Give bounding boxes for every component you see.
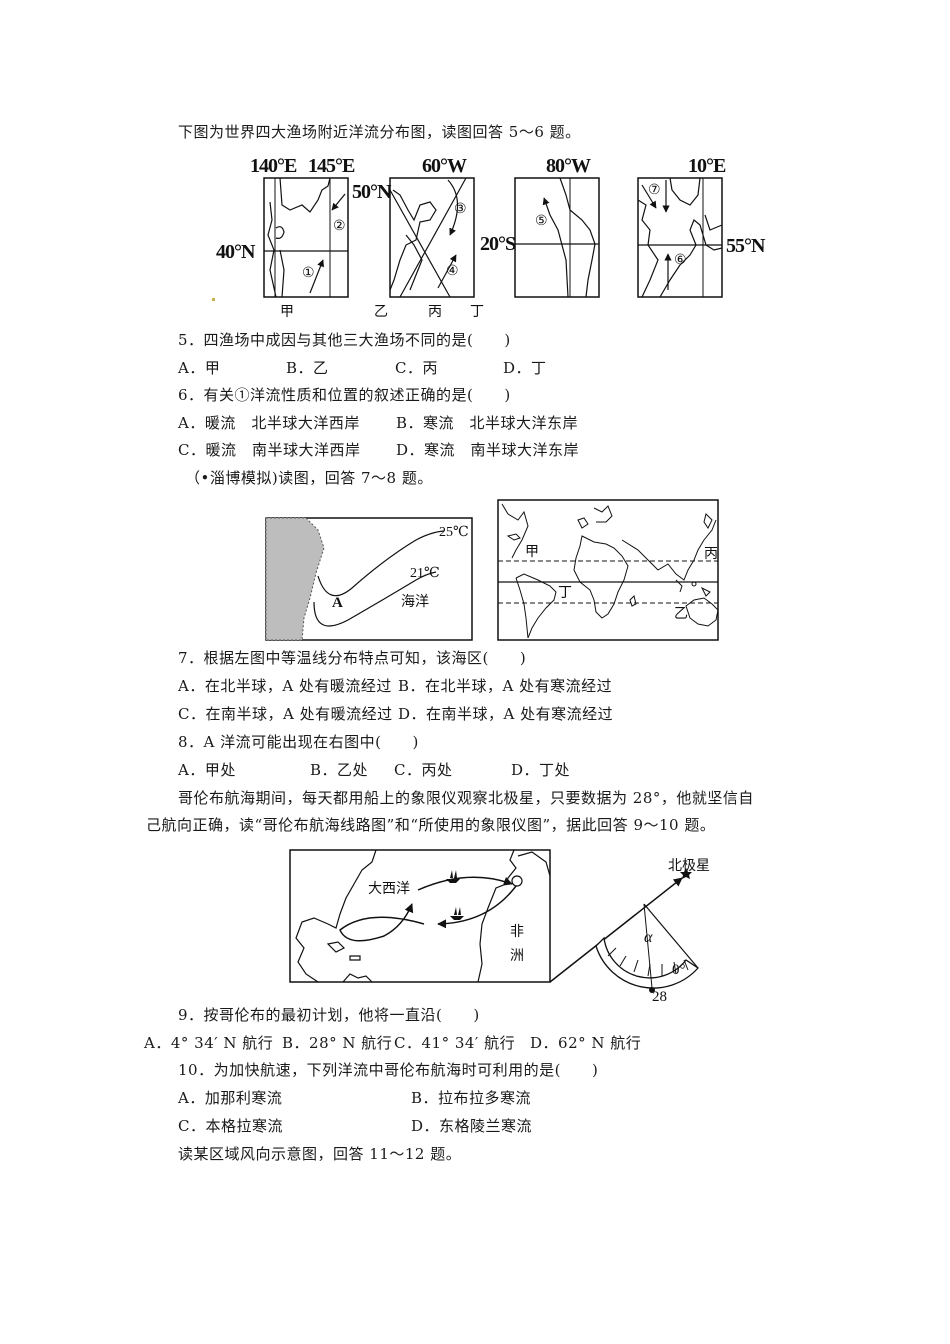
q5-option-a[interactable]: A．甲 <box>178 359 221 377</box>
q6-stem: 6．有关①洋流性质和位置的叙述正确的是( ) <box>178 386 511 404</box>
svg-text:55°N: 55°N <box>726 235 766 257</box>
svg-text:28: 28 <box>652 989 667 1005</box>
intro-9-10-line1: 哥伦布航海期间，每天都用船上的象限仪观察北极星，只要数据为 28°，他就坚信自 <box>178 789 754 807</box>
world-map-figure: 甲 丁 丙 乙 <box>497 499 719 641</box>
q5-option-b[interactable]: B．乙 <box>286 359 329 377</box>
fishing-grounds-figure: 140°E 145°E 40°N ① ② 甲 50°N 60°W ③ ④ 乙 丙… <box>216 155 767 320</box>
map-ding: 10°E 55°N ⑦ ⑥ <box>637 155 767 298</box>
q9-option-d[interactable]: D．62° N 航行 <box>530 1034 642 1052</box>
svg-text:丁: 丁 <box>470 304 484 320</box>
q10-option-d[interactable]: D．东格陵兰寒流 <box>411 1117 533 1135</box>
q7-option-a[interactable]: A．在北半球，A 处有暖流经过 <box>178 677 392 695</box>
svg-text:60°W: 60°W <box>422 155 467 177</box>
svg-text:丙: 丙 <box>704 546 718 562</box>
svg-text:甲: 甲 <box>525 544 539 560</box>
svg-text:乙: 乙 <box>374 304 388 320</box>
svg-text:0°: 0° <box>672 962 686 978</box>
svg-text:乙: 乙 <box>674 606 688 622</box>
svg-text:80°W: 80°W <box>546 155 591 177</box>
q9-stem: 9．按哥伦布的最初计划，他将一直沿( ) <box>178 1006 480 1024</box>
q7-option-d[interactable]: D．在南半球，A 处有寒流经过 <box>398 705 614 723</box>
svg-text:⑤: ⑤ <box>535 214 548 229</box>
svg-text:④: ④ <box>446 264 459 279</box>
svg-text:北极星: 北极星 <box>668 858 710 874</box>
q10-stem: 10．为加快航速，下列洋流中哥伦布航海时可利用的是( ) <box>178 1061 599 1079</box>
q7-option-c[interactable]: C．在南半球，A 处有暖流经过 <box>178 705 393 723</box>
svg-text:③: ③ <box>454 202 467 217</box>
intro-7-8: （•淄博模拟)读图，回答 7～8 题。 <box>185 469 433 487</box>
map-jia: 140°E 145°E 40°N ① ② 甲 <box>216 155 356 320</box>
q9-option-b[interactable]: B．28° N 航行 <box>282 1034 393 1052</box>
svg-text:②: ② <box>333 219 346 234</box>
svg-text:大西洋: 大西洋 <box>368 881 410 897</box>
q6-option-b[interactable]: B．寒流 北半球大洋东岸 <box>396 414 579 432</box>
svg-text:145°E: 145°E <box>308 155 355 177</box>
svg-text:20°S: 20°S <box>480 233 516 255</box>
intro-11-12: 读某区域风向示意图，回答 11～12 题。 <box>178 1145 462 1163</box>
svg-text:①: ① <box>302 266 315 281</box>
stray-mark <box>212 298 215 301</box>
q9-option-a[interactable]: A．4° 34′ N 航行 <box>144 1034 274 1052</box>
q10-option-a[interactable]: A．加那利寒流 <box>178 1089 283 1107</box>
map-yi: 50°N 60°W ③ ④ 乙 丙 丁 <box>352 155 484 320</box>
svg-text:25℃: 25℃ <box>439 525 469 540</box>
svg-text:⑦: ⑦ <box>648 183 661 198</box>
svg-text:21℃: 21℃ <box>410 566 440 581</box>
q5-option-d[interactable]: D．丁 <box>503 359 547 377</box>
q7-option-b[interactable]: B．在北半球，A 处有寒流经过 <box>398 677 613 695</box>
q9-option-c[interactable]: C．41° 34′ 航行 <box>394 1034 516 1052</box>
q10-option-b[interactable]: B．拉布拉多寒流 <box>411 1089 532 1107</box>
svg-text:甲: 甲 <box>280 304 294 320</box>
svg-text:10°E: 10°E <box>688 155 726 177</box>
q10-option-c[interactable]: C．本格拉寒流 <box>178 1117 283 1135</box>
q5-option-c[interactable]: C．丙 <box>395 359 438 377</box>
q8-option-b[interactable]: B．乙处 <box>310 761 369 779</box>
q8-stem: 8．A 洋流可能出现在右图中( ) <box>178 733 419 751</box>
q8-option-d[interactable]: D．丁处 <box>511 761 571 779</box>
svg-text:洲: 洲 <box>510 948 524 964</box>
q6-option-d[interactable]: D．寒流 南半球大洋东岸 <box>396 441 580 459</box>
svg-text:丙: 丙 <box>428 304 442 320</box>
q5-stem: 5．四渔场中成因与其他三大渔场不同的是( ) <box>178 331 511 349</box>
svg-text:40°N: 40°N <box>216 241 256 263</box>
q6-option-a[interactable]: A．暖流 北半球大洋西岸 <box>178 414 360 432</box>
q8-option-a[interactable]: A．甲处 <box>178 761 236 779</box>
q8-option-c[interactable]: C．丙处 <box>394 761 453 779</box>
svg-text:50°N: 50°N <box>352 181 392 203</box>
svg-text:140°E: 140°E <box>250 155 297 177</box>
svg-text:α: α <box>644 929 653 946</box>
svg-text:非: 非 <box>510 924 524 940</box>
svg-text:海洋: 海洋 <box>401 594 429 610</box>
intro-5-6: 下图为世界四大渔场附近洋流分布图，读图回答 5～6 题。 <box>178 123 581 141</box>
isotherm-figure: 25℃ 21℃ A 海洋 <box>265 517 473 641</box>
map-bing: 20°S 80°W ⑤ <box>480 155 600 298</box>
intro-9-10-line2: 己航向正确，读“哥伦布航海线路图”和“所使用的象限仪图”，据此回答 9～10 题… <box>146 816 716 834</box>
q7-stem: 7．根据左图中等温线分布特点可知，该海区( ) <box>178 649 527 667</box>
q6-option-c[interactable]: C．暖流 南半球大洋西岸 <box>178 441 361 459</box>
svg-text:丁: 丁 <box>558 585 572 601</box>
svg-text:⑥: ⑥ <box>674 253 687 268</box>
svg-text:A: A <box>332 595 343 611</box>
columbus-figure: 大西洋 非 洲 北极星 α 0° 28 <box>289 849 710 1005</box>
